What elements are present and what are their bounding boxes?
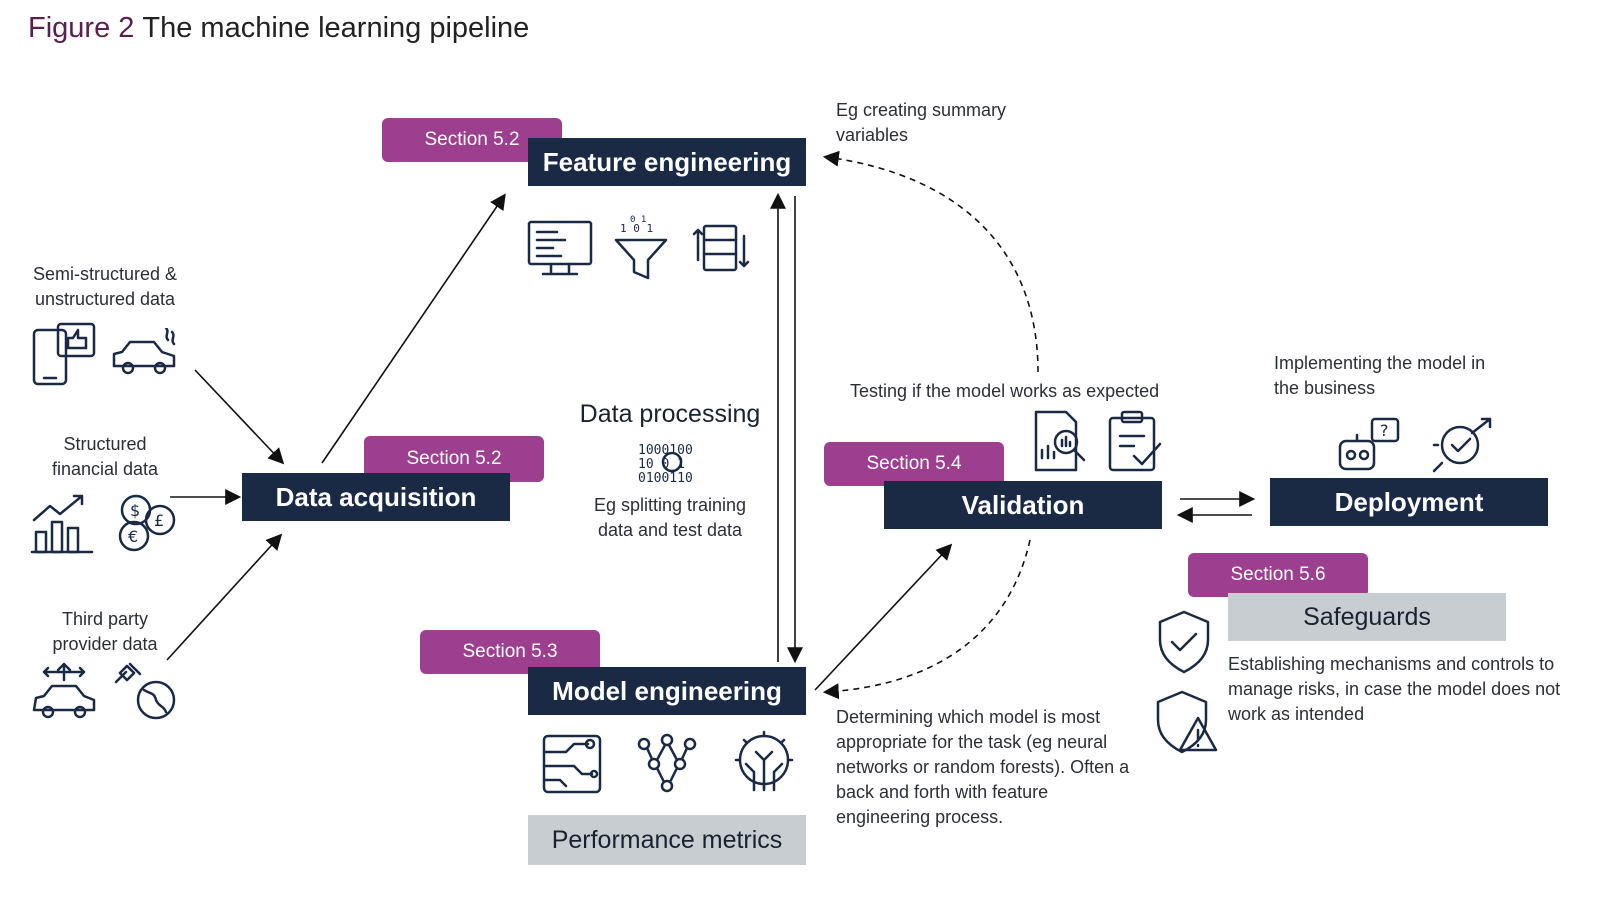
car-crash-icon bbox=[112, 328, 176, 375]
data-processing-title: Data processing bbox=[579, 400, 761, 428]
svg-text:$: $ bbox=[130, 501, 140, 520]
svg-text:0100110: 0100110 bbox=[638, 471, 693, 484]
data-processing-note: Eg splitting training data and test data bbox=[593, 495, 747, 540]
shield-warning-icon bbox=[1156, 690, 1218, 754]
third-party-label: Third party provider data bbox=[52, 609, 158, 654]
section-badge-model: Section 5.3 bbox=[420, 630, 600, 674]
section-badge-safeguards: Section 5.6 bbox=[1188, 553, 1368, 597]
svg-text:1000100: 1000100 bbox=[638, 443, 693, 458]
svg-text:0 1: 0 1 bbox=[630, 215, 646, 225]
safeguards-box: Safeguards bbox=[1228, 593, 1506, 641]
filter-funnel-icon: 1 0 1 0 1 bbox=[614, 215, 668, 280]
semi-structured-label: Semi-structured & unstructured data bbox=[32, 264, 178, 309]
circuit-board-icon bbox=[542, 734, 602, 794]
safeguards-note: Establishing mechanisms and controls to … bbox=[1228, 654, 1561, 724]
deployment-note: Implementing the model in the business bbox=[1274, 353, 1486, 398]
performance-metrics-box: Performance metrics bbox=[528, 815, 806, 865]
model-engineering-box: Model engineering bbox=[528, 667, 806, 715]
arrow-model-to-validation bbox=[814, 543, 953, 691]
shield-check-icon bbox=[1158, 610, 1210, 674]
robot-question-icon: ? bbox=[1338, 417, 1400, 471]
figure-caption: The machine learning pipeline bbox=[142, 12, 530, 44]
svg-text:10 0 1: 10 0 1 bbox=[638, 457, 685, 472]
figure-label: Figure 2 bbox=[28, 12, 135, 44]
target-check-icon bbox=[1432, 417, 1492, 473]
feature-engineering-box: Feature engineering bbox=[528, 138, 806, 186]
svg-text:?: ? bbox=[1380, 421, 1389, 440]
ai-brain-gear-icon bbox=[734, 730, 794, 792]
svg-text:€: € bbox=[128, 527, 138, 546]
phone-like-icon bbox=[32, 322, 96, 386]
binary-data-icon: 1000100 10 0 1 0100110 bbox=[638, 443, 693, 484]
dashed-validation-to-feature bbox=[822, 150, 1039, 373]
data-acquisition-box: Data acquisition bbox=[242, 473, 510, 521]
validation-note: Testing if the model works as expected bbox=[850, 381, 1160, 401]
model-engineering-note: Determining which model is most appropri… bbox=[836, 707, 1130, 827]
section-badge-validation: Section 5.4 bbox=[824, 442, 1004, 486]
neural-network-icon bbox=[637, 733, 697, 793]
report-magnifier-icon bbox=[1034, 410, 1086, 472]
connected-car-icon bbox=[32, 662, 96, 719]
dashed-validation-to-model bbox=[822, 539, 1031, 700]
deployment-box: Deployment bbox=[1270, 478, 1548, 526]
svg-text:£: £ bbox=[154, 511, 164, 530]
arrow-semi-to-acquisition bbox=[194, 369, 285, 465]
arrow-third-party-to-acquisition bbox=[166, 533, 283, 661]
database-refresh-icon bbox=[692, 224, 750, 272]
clipboard-check-icon bbox=[1108, 410, 1162, 472]
monitor-code-icon bbox=[527, 220, 593, 276]
validation-box: Validation bbox=[884, 481, 1162, 529]
satellite-globe-icon bbox=[114, 662, 176, 720]
growth-chart-icon bbox=[30, 494, 94, 554]
svg-text:1 0 1: 1 0 1 bbox=[620, 222, 653, 235]
structured-label: Structured financial data bbox=[51, 434, 159, 479]
feature-engineering-note: Eg creating summary variables bbox=[836, 100, 1007, 145]
currency-icon: $ £ € bbox=[118, 494, 176, 552]
arrow-acquisition-to-feature bbox=[321, 193, 506, 464]
